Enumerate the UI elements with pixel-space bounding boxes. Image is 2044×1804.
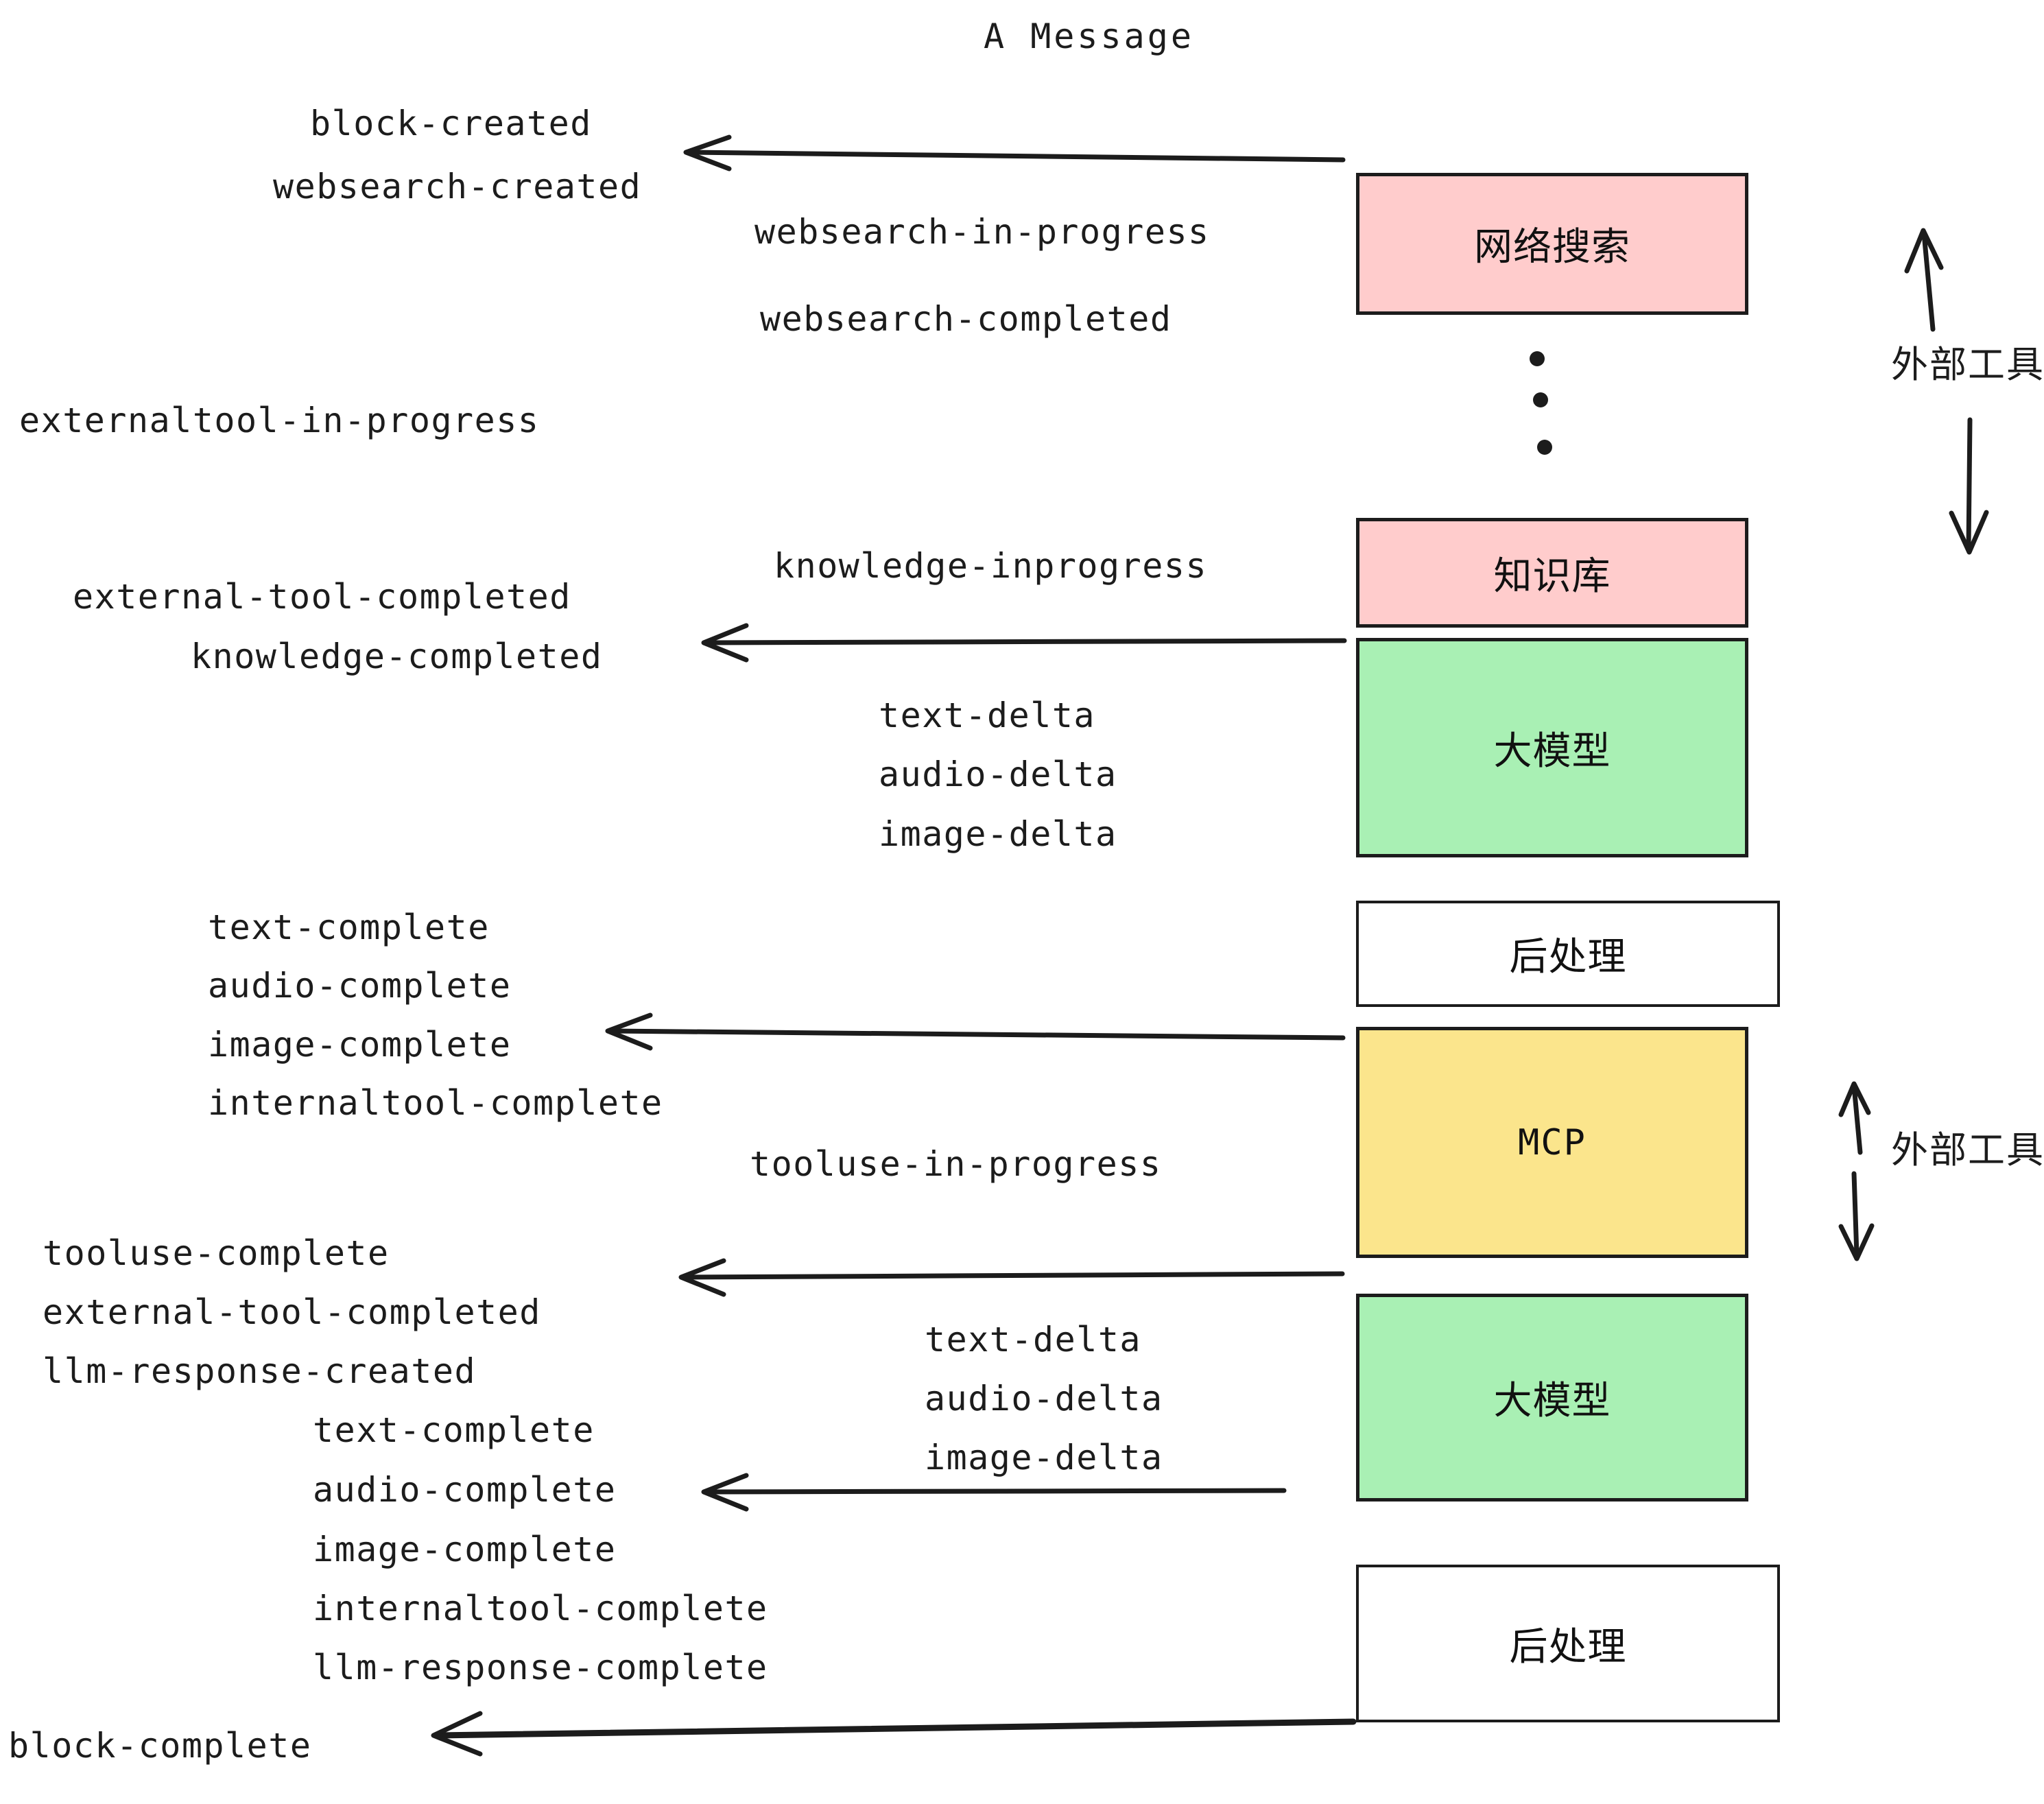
- ellipsis-dot-3: [1537, 440, 1552, 455]
- node-postprocess-2[interactable]: 后处理: [1356, 1565, 1780, 1722]
- event-externaltool-in-progress: externaltool-in-progress: [19, 401, 540, 440]
- side-label-external-tools-top: 外部工具: [1891, 343, 2044, 386]
- arrow-websearch-to-created: [683, 134, 1346, 171]
- event-external-tool-completed-1: external-tool-completed: [73, 577, 571, 617]
- event-internaltool-complete-2: internaltool-complete: [313, 1589, 768, 1628]
- event-websearch-created: websearch-created: [273, 167, 642, 206]
- event-text-delta-1: text-delta: [879, 696, 1096, 735]
- event-image-delta-2: image-delta: [925, 1438, 1163, 1477]
- node-llm-2[interactable]: 大模型: [1356, 1294, 1748, 1502]
- arrow-postprocess2-to-block-complete: [431, 1711, 1357, 1757]
- event-audio-complete-1: audio-complete: [208, 966, 512, 1006]
- ellipsis-dot-1: [1530, 351, 1545, 366]
- event-websearch-completed: websearch-completed: [760, 299, 1172, 339]
- arrow-external-tools-top-down: [1949, 417, 1989, 555]
- node-knowledge[interactable]: 知识库: [1356, 518, 1748, 628]
- event-image-delta-1: image-delta: [879, 814, 1117, 854]
- arrow-mcp-to-tooluse-complete: [678, 1258, 1345, 1297]
- event-external-tool-completed-2: external-tool-completed: [43, 1292, 541, 1332]
- event-tooluse-in-progress: tooluse-in-progress: [750, 1144, 1162, 1184]
- node-postprocess-1[interactable]: 后处理: [1356, 901, 1780, 1007]
- event-block-created: block-created: [310, 104, 592, 143]
- event-websearch-in-progress: websearch-in-progress: [754, 212, 1210, 252]
- node-llm-1[interactable]: 大模型: [1356, 638, 1748, 857]
- node-label-postprocess-2: 后处理: [1509, 1624, 1627, 1670]
- event-tooluse-complete: tooluse-complete: [43, 1233, 390, 1273]
- node-label-llm-1: 大模型: [1493, 728, 1611, 774]
- event-llm-response-created: llm-response-created: [43, 1351, 477, 1391]
- node-label-llm-2: 大模型: [1493, 1379, 1611, 1423]
- event-audio-delta-2: audio-delta: [925, 1379, 1163, 1419]
- arrow-postprocess-to-image-complete: [605, 1012, 1346, 1051]
- node-mcp[interactable]: MCP: [1356, 1027, 1748, 1258]
- event-image-complete-2: image-complete: [313, 1530, 617, 1569]
- event-text-complete-1: text-complete: [208, 907, 490, 947]
- ellipsis-dot-2: [1533, 392, 1548, 407]
- node-label-mcp: MCP: [1518, 1121, 1587, 1163]
- event-text-complete-2: text-complete: [313, 1410, 595, 1450]
- event-knowledge-inprogress: knowledge-inprogress: [774, 546, 1208, 586]
- arrow-llm2-to-audio-complete: [701, 1473, 1287, 1512]
- event-block-complete: block-complete: [8, 1726, 312, 1766]
- event-audio-complete-2: audio-complete: [313, 1470, 617, 1510]
- node-label-postprocess-1: 后处理: [1509, 935, 1627, 980]
- event-llm-response-complete: llm-response-complete: [313, 1648, 768, 1687]
- event-audio-delta-1: audio-delta: [879, 755, 1117, 794]
- event-text-delta-2: text-delta: [925, 1320, 1142, 1360]
- node-label-websearch: 网络搜索: [1474, 225, 1630, 270]
- node-label-knowledge: 知识库: [1493, 554, 1611, 599]
- arrow-external-tools-bottom-up: [1838, 1081, 1871, 1155]
- side-label-external-tools-bottom: 外部工具: [1891, 1128, 2044, 1172]
- arrow-external-tools-bottom-down: [1838, 1171, 1875, 1261]
- node-websearch[interactable]: 网络搜索: [1356, 173, 1748, 315]
- event-image-complete-1: image-complete: [208, 1025, 512, 1065]
- arrow-knowledge-to-completed: [701, 623, 1347, 663]
- event-internaltool-complete-1: internaltool-complete: [208, 1083, 663, 1123]
- arrow-external-tools-top-up: [1904, 228, 1944, 332]
- event-knowledge-completed: knowledge-completed: [191, 637, 603, 676]
- diagram-title: A Message: [984, 16, 1194, 56]
